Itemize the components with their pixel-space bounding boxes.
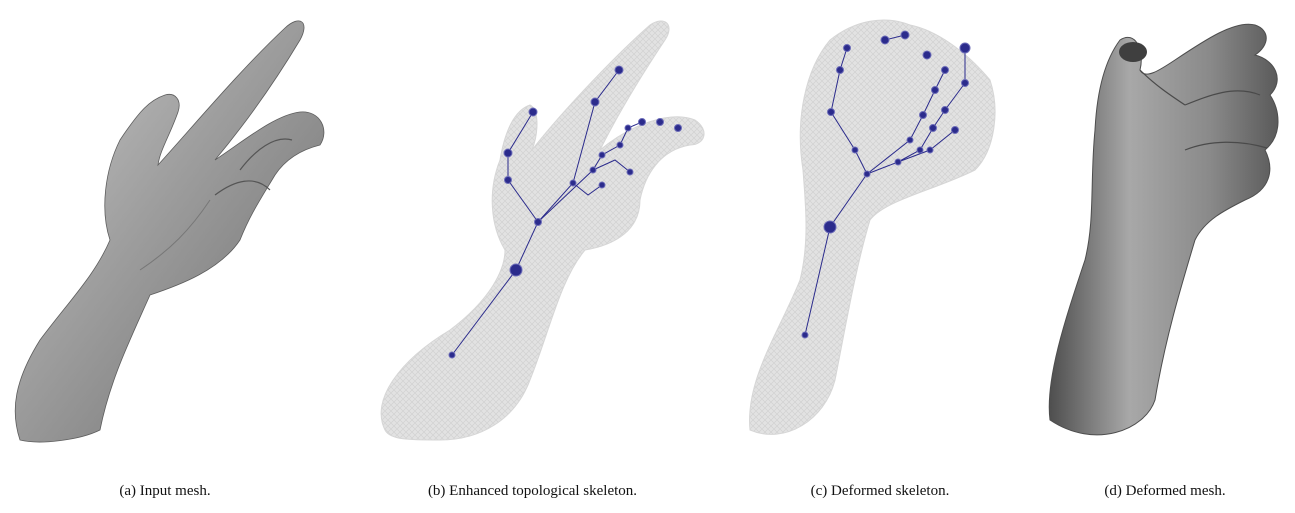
caption-a: (a) Input mesh. [0, 483, 330, 500]
deformed-mesh-image [1035, 0, 1295, 460]
panel-b: (b) Enhanced topological skeleton. [340, 0, 725, 513]
input-mesh-image [0, 0, 330, 460]
enhanced-skeleton-image [340, 0, 725, 460]
panel-d: (d) Deformed mesh. [1035, 0, 1295, 513]
caption-c: (c) Deformed skeleton. [735, 483, 1025, 500]
caption-d: (d) Deformed mesh. [1035, 483, 1295, 500]
panel-a: (a) Input mesh. [0, 0, 330, 513]
deformed-skeleton-image [735, 0, 1025, 460]
caption-b: (b) Enhanced topological skeleton. [340, 483, 725, 500]
panel-c: (c) Deformed skeleton. [735, 0, 1025, 513]
